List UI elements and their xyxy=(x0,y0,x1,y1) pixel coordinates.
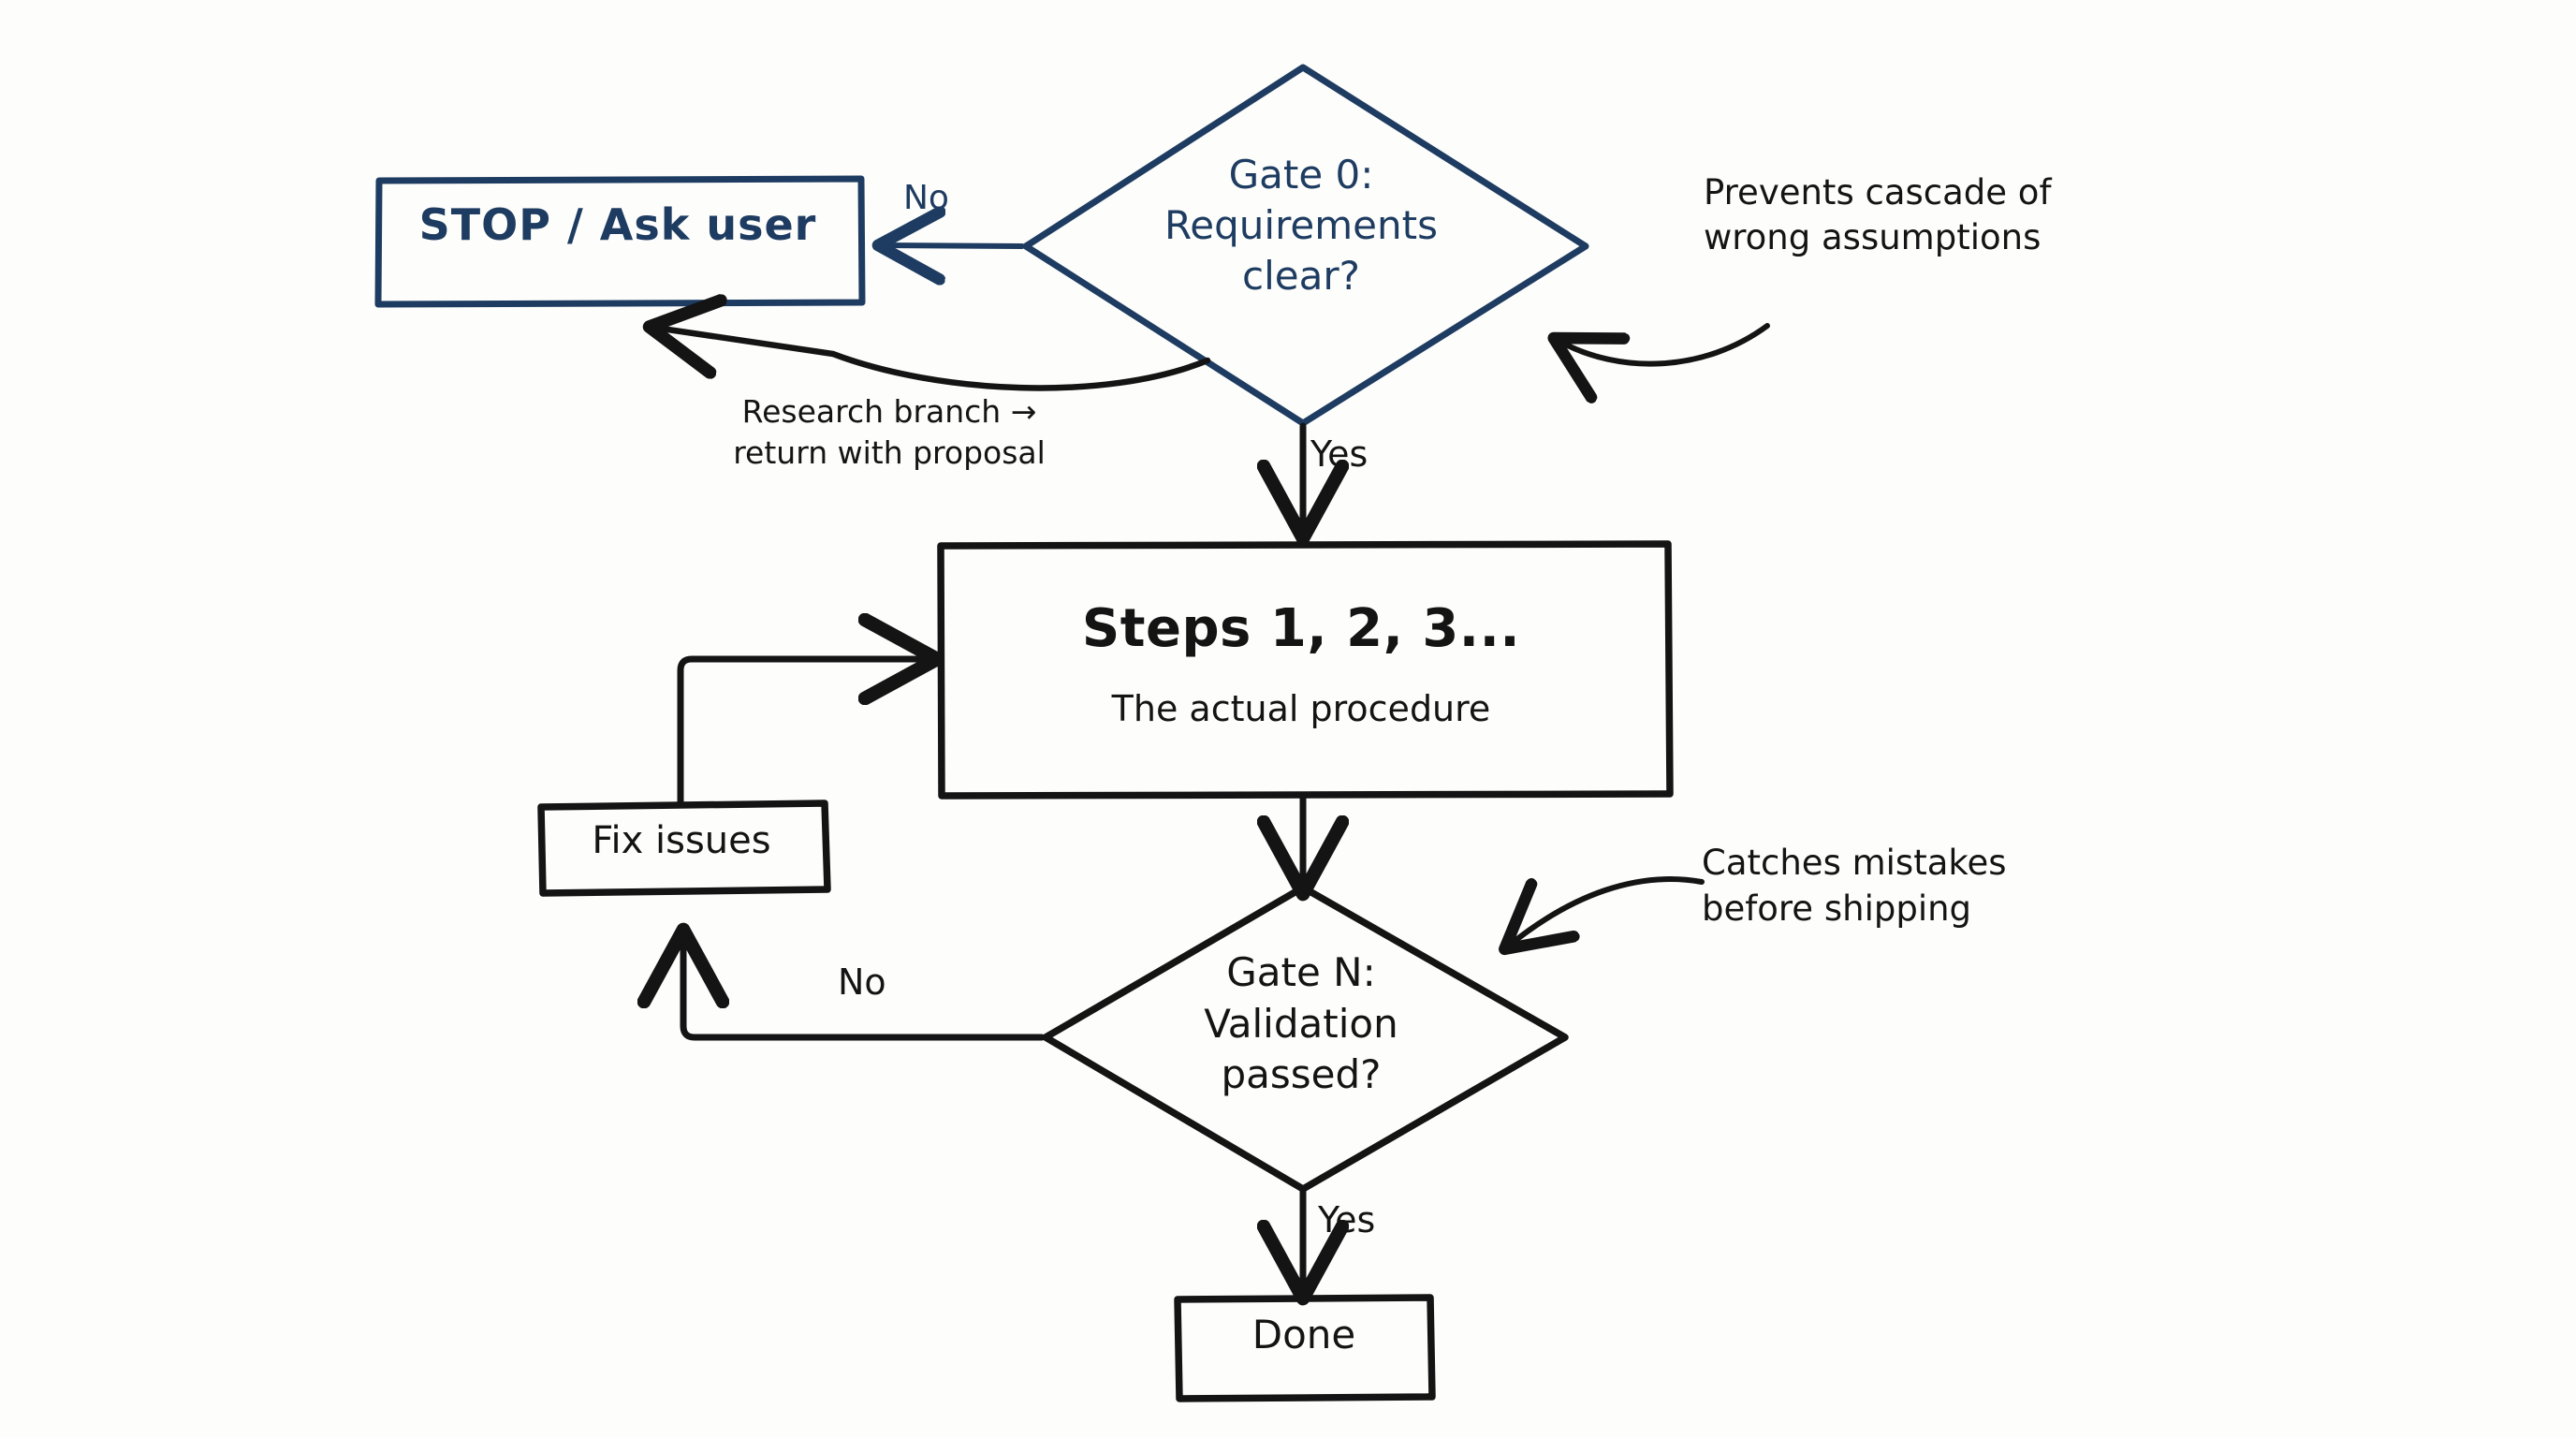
edge-fix-to-steps xyxy=(677,659,930,807)
gate-0-node[interactable] xyxy=(1022,64,1589,427)
gate-n-node[interactable] xyxy=(1042,884,1569,1193)
stop-ask-user-node[interactable] xyxy=(374,175,866,308)
edge-gate0-no xyxy=(884,245,1025,246)
annotation-arrow-top xyxy=(1559,323,1770,364)
done-node[interactable] xyxy=(1174,1294,1436,1402)
edge-research-branch xyxy=(655,328,1211,391)
fix-issues-node[interactable] xyxy=(537,800,831,897)
steps-node[interactable] xyxy=(937,540,1674,800)
annotation-arrow-bottom xyxy=(1509,876,1705,946)
edge-gaten-no xyxy=(683,936,1046,1041)
